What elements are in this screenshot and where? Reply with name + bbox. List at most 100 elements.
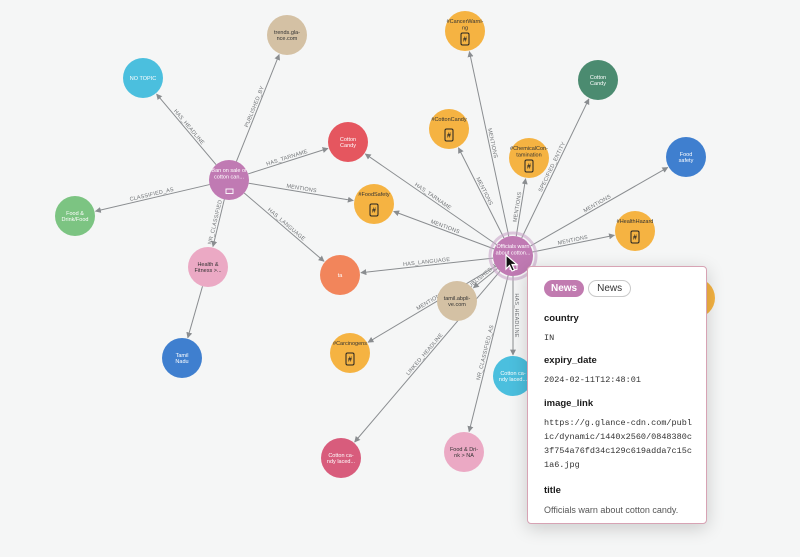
- graph-node-foodnna[interactable]: Food & Dri-nk > NA: [444, 432, 484, 472]
- graph-node-cancerwarning[interactable]: #CancerWarni-ng#: [445, 11, 485, 51]
- graph-node-trends[interactable]: trends.gla-nce.com: [267, 15, 307, 55]
- node-circle[interactable]: [509, 138, 549, 178]
- node-circle[interactable]: [493, 236, 533, 276]
- edge-label: LINKED_HEADLINE: [405, 332, 444, 377]
- node-label: Candy: [590, 81, 606, 87]
- edge-line[interactable]: [360, 257, 494, 276]
- node-label: #CottonCandy: [431, 117, 466, 123]
- edge-line[interactable]: [530, 166, 669, 247]
- graph-edge[interactable]: HAS_HEADLINE: [156, 93, 217, 166]
- svg-text:#: #: [447, 133, 451, 140]
- prop-country: country IN: [544, 313, 696, 345]
- edge-line[interactable]: [364, 153, 497, 246]
- node-circle[interactable]: [437, 281, 477, 321]
- node-label: #HealthHazard: [617, 219, 654, 225]
- graph-node-cottoncandylaced2[interactable]: Cotton ca-ndy laced...: [493, 356, 533, 396]
- node-label: ta: [338, 273, 344, 279]
- graph-node-cottoncandy1[interactable]: CottonCandy: [328, 122, 368, 162]
- node-label: tamination: [516, 152, 541, 158]
- node-circle[interactable]: [321, 438, 361, 478]
- edge-line[interactable]: [467, 275, 509, 433]
- edge-label: MENTIONS: [557, 235, 588, 247]
- node-label: Cotton ca-: [500, 371, 526, 377]
- graph-node-chemical[interactable]: #ChemicalCon-tamination#: [509, 138, 549, 178]
- node-circle[interactable]: [320, 255, 360, 295]
- edge-line[interactable]: [515, 178, 528, 237]
- graph-edge[interactable]: HAS_LANGUAGE: [243, 192, 325, 262]
- edge-line[interactable]: [247, 147, 329, 175]
- graph-node-ta[interactable]: ta: [320, 255, 360, 295]
- node-circle[interactable]: [578, 60, 618, 100]
- edge-label: HAS_LANGUAGE: [403, 257, 451, 268]
- graph-node-food[interactable]: Food &Drink/Food: [55, 196, 95, 236]
- label-tag-news[interactable]: News: [544, 280, 585, 297]
- graph-edge[interactable]: MENTIONS: [458, 147, 505, 239]
- prop-expiry-date: expiry_date 2024-02-11T12:48:01: [544, 355, 696, 387]
- edge-line[interactable]: [458, 147, 505, 239]
- graph-node-healthhazard[interactable]: #HealthHazard#: [615, 211, 655, 251]
- phone-hash-icon: #: [444, 128, 454, 142]
- graph-node-carcinogens[interactable]: #Carcinogens#: [330, 333, 370, 373]
- edge-label: MENTIONS: [430, 219, 461, 235]
- node-label: cotton can...: [214, 174, 244, 180]
- node-label: #ChemicalCon-: [510, 146, 548, 152]
- graph-node-foodsafety_tag[interactable]: #FoodSafety#: [354, 184, 394, 224]
- graph-edge[interactable]: MENTIONS: [393, 210, 495, 250]
- graph-edge[interactable]: HAS_TARNAME: [247, 147, 329, 175]
- edge-line[interactable]: [521, 98, 590, 239]
- edge-line[interactable]: [248, 182, 354, 203]
- node-circle[interactable]: [328, 122, 368, 162]
- graph-edge[interactable]: [186, 286, 203, 339]
- label-tag-news-secondary[interactable]: News: [588, 280, 632, 297]
- graph-edge[interactable]: LINKED_HEADLINE: [354, 270, 501, 443]
- edge-line[interactable]: [467, 50, 510, 237]
- node-circle[interactable]: [267, 15, 307, 55]
- edge-line[interactable]: [235, 53, 280, 162]
- node-circle[interactable]: [55, 196, 95, 236]
- edge-line[interactable]: [211, 199, 225, 248]
- edge-line[interactable]: [367, 265, 497, 343]
- graph-edge[interactable]: HAS_HEADLINE: [510, 276, 519, 356]
- edge-line[interactable]: [94, 184, 210, 213]
- edge-line[interactable]: [186, 286, 203, 339]
- prop-key: country: [544, 313, 579, 324]
- graph-edge[interactable]: CLASSIFIED_AS: [94, 184, 210, 213]
- node-circle[interactable]: [188, 247, 228, 287]
- prop-title: title Officials warn about cotton candy.: [544, 485, 696, 517]
- graph-edge[interactable]: MENTIONS: [248, 182, 354, 203]
- node-label: Officials warn: [497, 244, 530, 250]
- graph-node-tamilab[interactable]: tamil.abpli-ve.com: [437, 281, 477, 321]
- graph-node-cottoncandy2[interactable]: CottonCandy: [578, 60, 618, 100]
- edge-line[interactable]: [243, 192, 325, 262]
- node-circle[interactable]: [666, 137, 706, 177]
- node-circle[interactable]: [209, 160, 249, 200]
- graph-node-health[interactable]: Health &Fitness >...: [188, 247, 228, 287]
- prop-key: title: [544, 485, 561, 496]
- graph-edge[interactable]: MENTIONS: [513, 178, 528, 237]
- edge-line[interactable]: [532, 233, 616, 253]
- node-label: ndy laced...: [499, 377, 528, 383]
- graph-node-notopic[interactable]: NO TOPIC: [123, 58, 163, 98]
- graph-node-cottoncandy_tag[interactable]: #CottonCandy #: [429, 109, 469, 149]
- graph-edge[interactable]: PUBLISHED_BY: [235, 53, 280, 162]
- node-circle[interactable]: [493, 356, 533, 396]
- node-circle[interactable]: [162, 338, 202, 378]
- graph-node-cottoncandylaced1[interactable]: Cotton ca-ndy laced...: [321, 438, 361, 478]
- node-label: Nadu: [175, 359, 188, 365]
- edge-line[interactable]: [393, 210, 495, 250]
- edge-label: MENTIONS: [486, 128, 498, 159]
- graph-edge[interactable]: HAS_LANGUAGE: [360, 257, 494, 276]
- edge-line[interactable]: [472, 268, 498, 289]
- node-label: safety: [679, 158, 694, 164]
- edge-line[interactable]: [156, 93, 217, 166]
- edge-label: NR_CLASSIFIED_AS: [476, 324, 496, 381]
- graph-edge[interactable]: NR_CLASSIFIED: [207, 199, 225, 248]
- node-circle[interactable]: [445, 11, 485, 51]
- node-circle[interactable]: [444, 432, 484, 472]
- node-circle[interactable]: [123, 58, 163, 98]
